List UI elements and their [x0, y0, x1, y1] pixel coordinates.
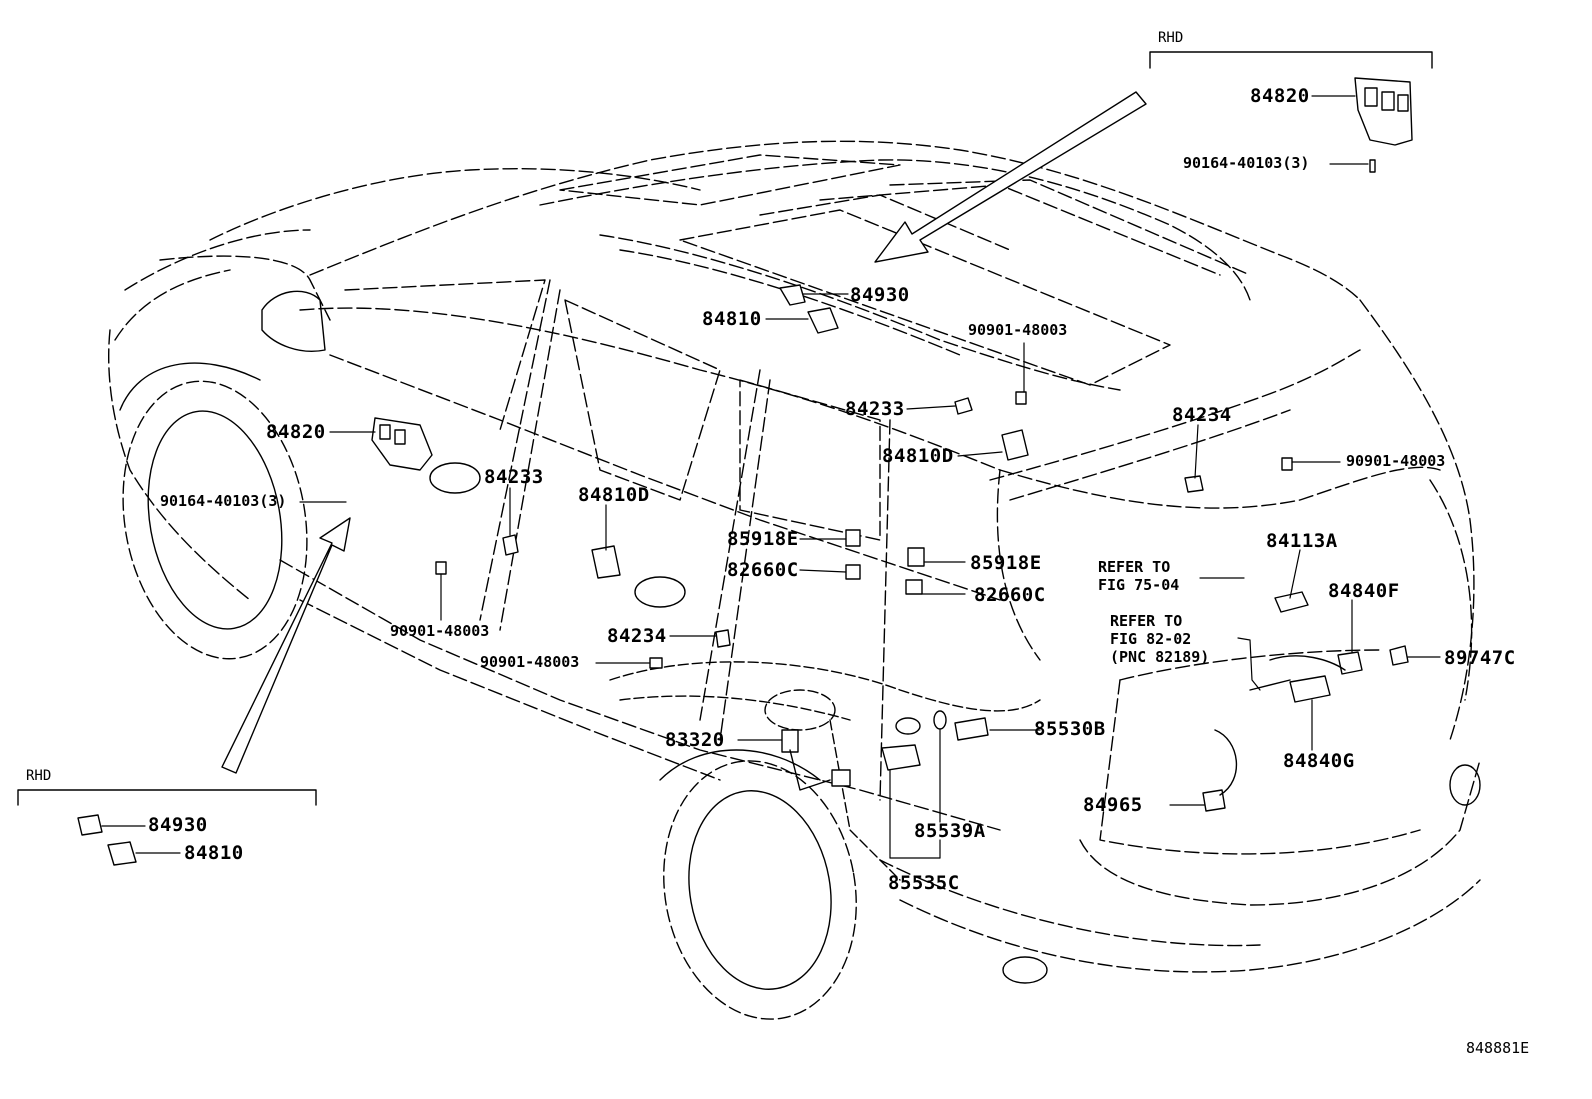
part-label-84113A[interactable]: 84113A: [1266, 530, 1338, 552]
part-label-84965[interactable]: 84965: [1083, 794, 1143, 816]
part-label-90901-48003-c[interactable]: 90901-48003: [390, 622, 490, 640]
part-label-84930-rhd[interactable]: 84930: [148, 814, 208, 836]
part-label-83320[interactable]: 83320: [665, 729, 725, 751]
part-label-84930-top[interactable]: 84930: [850, 284, 910, 306]
part-label-85530B[interactable]: 85530B: [1034, 718, 1106, 740]
part-label-84810-rhd[interactable]: 84810: [184, 842, 244, 864]
rhd-brackets: [17, 51, 1433, 806]
part-label-89747C[interactable]: 89747C: [1444, 647, 1516, 669]
part-label-90164-40103-top[interactable]: 90164-40103(3): [1183, 154, 1310, 172]
reference-line[interactable]: FIG 82-02: [1110, 630, 1192, 648]
part-label-84840G[interactable]: 84840G: [1283, 750, 1355, 772]
mirror-and-handles: [261, 290, 1481, 984]
part-label-84820-left[interactable]: 84820: [266, 421, 326, 443]
rhd-label-bottom: RHD: [26, 768, 52, 784]
part-label-85539A[interactable]: 85539A: [914, 820, 986, 842]
reference-line: (PNC 82189): [1110, 648, 1210, 666]
part-glyphs: [77, 77, 1413, 866]
reference-line: REFER TO: [1098, 558, 1171, 576]
part-label-90901-48003-a[interactable]: 90901-48003: [968, 321, 1068, 339]
part-label-84810-top[interactable]: 84810: [702, 308, 762, 330]
part-label-84810D-a[interactable]: 84810D: [882, 445, 954, 467]
leader-lines: [101, 95, 1441, 859]
part-label-82660C-b[interactable]: 82660C: [974, 584, 1046, 606]
rhd-label-top: RHD: [1158, 30, 1184, 46]
reference-line[interactable]: FIG 75-04: [1098, 576, 1180, 594]
part-label-84840F[interactable]: 84840F: [1328, 580, 1400, 602]
reference-note-fig-82-02: REFER TO FIG 82-02 (PNC 82189): [1110, 612, 1209, 666]
part-label-85535C[interactable]: 85535C: [888, 872, 960, 894]
part-label-85918E-b[interactable]: 85918E: [970, 552, 1042, 574]
part-label-84810D-b[interactable]: 84810D: [578, 484, 650, 506]
part-label-84234-b[interactable]: 84234: [607, 625, 667, 647]
diagram-code: 848881E: [1466, 1039, 1530, 1057]
wheels: [119, 362, 857, 1020]
vehicle-body: [108, 140, 1481, 973]
part-label-84233-b[interactable]: 84233: [484, 466, 544, 488]
part-label-85918E-a[interactable]: 85918E: [727, 528, 799, 550]
part-label-90901-48003-d[interactable]: 90901-48003: [480, 653, 580, 671]
part-label-90901-48003-b[interactable]: 90901-48003: [1346, 452, 1446, 470]
part-label-84234-a[interactable]: 84234: [1172, 404, 1232, 426]
part-label-84233-a[interactable]: 84233: [845, 398, 905, 420]
part-label-82660C-a[interactable]: 82660C: [727, 559, 799, 581]
part-label-84820-top[interactable]: 84820: [1250, 85, 1310, 107]
direction-arrows: [221, 91, 1147, 774]
cargo-floor: [609, 661, 1041, 881]
reference-note-fig-75-04: REFER TO FIG 75-04: [1098, 558, 1179, 594]
reference-line: REFER TO: [1110, 612, 1183, 630]
part-label-90164-40103-left[interactable]: 90164-40103(3): [160, 492, 287, 510]
